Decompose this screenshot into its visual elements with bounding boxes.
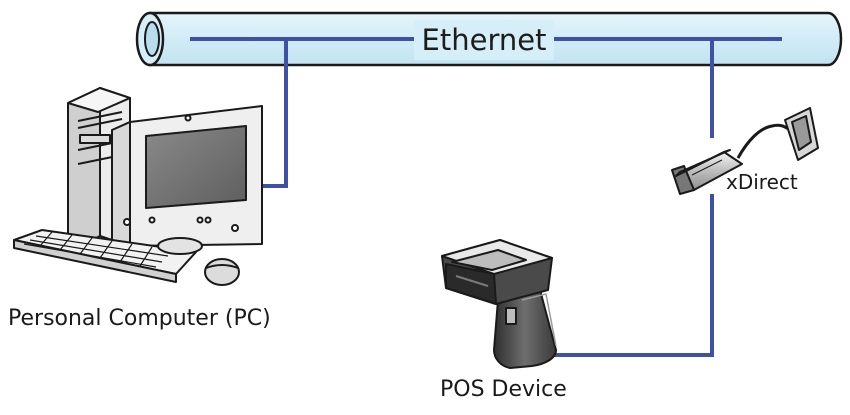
network-links [190,37,782,357]
pc-link [255,39,288,188]
xdirect-adapter-icon [671,107,819,195]
xdirect-label: xDirect [726,170,798,194]
desktop-pc-icon [13,87,263,286]
barcode-scanner-icon [441,239,557,369]
ethernet-label: Ethernet [414,20,554,60]
pc-label: Personal Computer (PC) [8,306,271,331]
pos-device-label: POS Device [440,377,567,402]
pos-link [546,194,714,357]
